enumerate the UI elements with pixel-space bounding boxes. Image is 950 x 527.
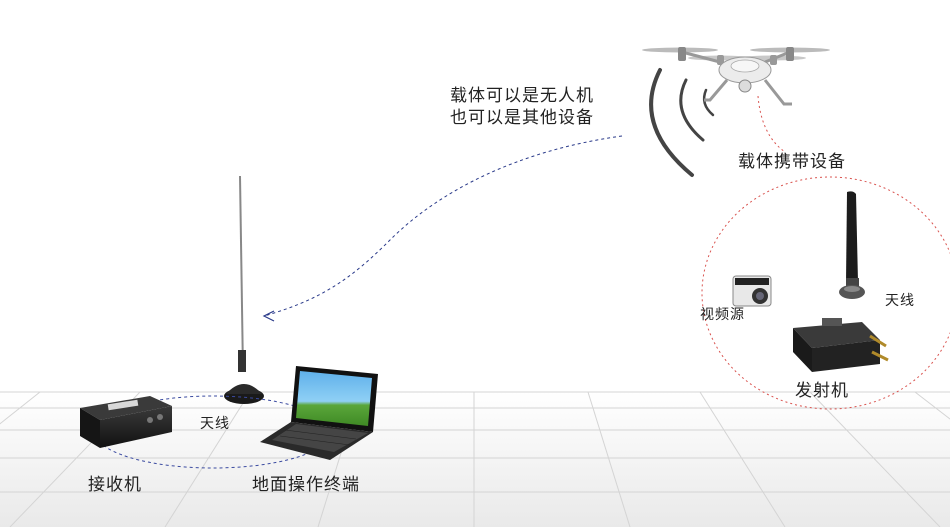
antenna-rx-icon [224, 175, 264, 404]
video-source-label: 视频源 [700, 307, 745, 323]
laptop-icon [260, 366, 378, 460]
carrier-equipment-label: 载体携带设备 [738, 152, 846, 172]
receiver-label: 接收机 [88, 475, 142, 495]
video-source-icon [732, 275, 772, 307]
carrier-note-line2: 也可以是其他设备 [450, 108, 594, 128]
wireless-link-path [263, 135, 623, 317]
antenna-rx-label: 天线 [200, 416, 230, 432]
antenna-tx-label: 天线 [885, 293, 915, 309]
transmitter-icon [793, 318, 889, 372]
carrier-note-line1: 载体可以是无人机 [450, 86, 594, 106]
receiver-icon [80, 396, 172, 448]
carrier-equipment-group [701, 176, 950, 410]
link-arrow-icon [262, 310, 275, 322]
antenna-tx-icon [839, 191, 865, 299]
transmitter-label: 发射机 [795, 381, 849, 401]
ground-terminal-label: 地面操作终端 [252, 475, 360, 495]
carrier-connector-line [757, 95, 786, 153]
signal-wave-icon [649, 68, 715, 177]
drone-icon [642, 47, 830, 106]
